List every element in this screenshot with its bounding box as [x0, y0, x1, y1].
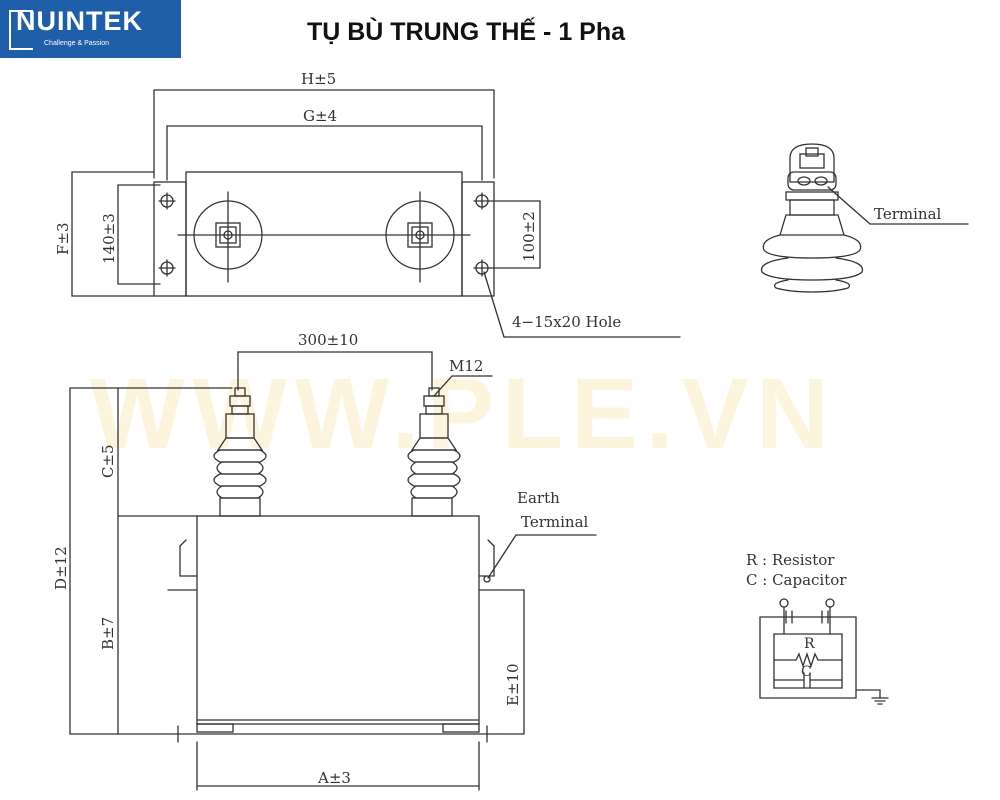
- dim-g-label: G±4: [303, 107, 337, 125]
- dim-f-label: F±3: [54, 222, 72, 255]
- logo-tagline: Challenge & Passion: [44, 40, 109, 47]
- ground-icon: [871, 697, 889, 705]
- schematic-c-label: C: [801, 664, 812, 680]
- dim-140-label: 140±3: [100, 213, 118, 264]
- mount-hole-icon: [158, 192, 491, 277]
- hole-label: 4−15x20 Hole: [512, 313, 621, 331]
- dim-c-label: C±5: [99, 444, 117, 478]
- schematic-legend: R : Resistor C : Capacitor: [746, 551, 889, 705]
- earth-label-line2: Terminal: [521, 513, 589, 531]
- brand-logo: NUINTEK Challenge & Passion: [0, 0, 181, 58]
- terminal-label: Terminal: [874, 205, 942, 223]
- terminal-detail: Terminal: [760, 143, 969, 293]
- dim-h-label: H±5: [301, 70, 336, 88]
- bushing-top-icon: [193, 200, 455, 270]
- dim-300-label: 300±10: [298, 331, 358, 349]
- schematic-r-label: R: [804, 636, 815, 652]
- top-view: H±5 G±4: [54, 70, 681, 338]
- dim-e-label: E±10: [504, 663, 522, 706]
- dim-b-label: B±7: [99, 617, 117, 650]
- logo-text: NUINTEK: [16, 6, 143, 36]
- front-view: 300±10 M12: [52, 331, 597, 791]
- legend-resistor: R : Resistor: [746, 551, 835, 569]
- legend-capacitor: C : Capacitor: [746, 571, 847, 589]
- watermark: WWW.PLE.VN: [90, 358, 837, 470]
- logo-frame-icon: [9, 10, 33, 50]
- dim-a-label: A±3: [317, 769, 351, 787]
- dim-100-label: 100±2: [520, 211, 538, 262]
- page-title: TỤ BÙ TRUNG THẾ - 1 Pha: [306, 18, 626, 46]
- resistor-icon: [795, 651, 819, 669]
- earth-label-line1: Earth: [517, 489, 560, 507]
- bolt-label: M12: [449, 357, 483, 375]
- dim-d-label: D±12: [52, 546, 70, 590]
